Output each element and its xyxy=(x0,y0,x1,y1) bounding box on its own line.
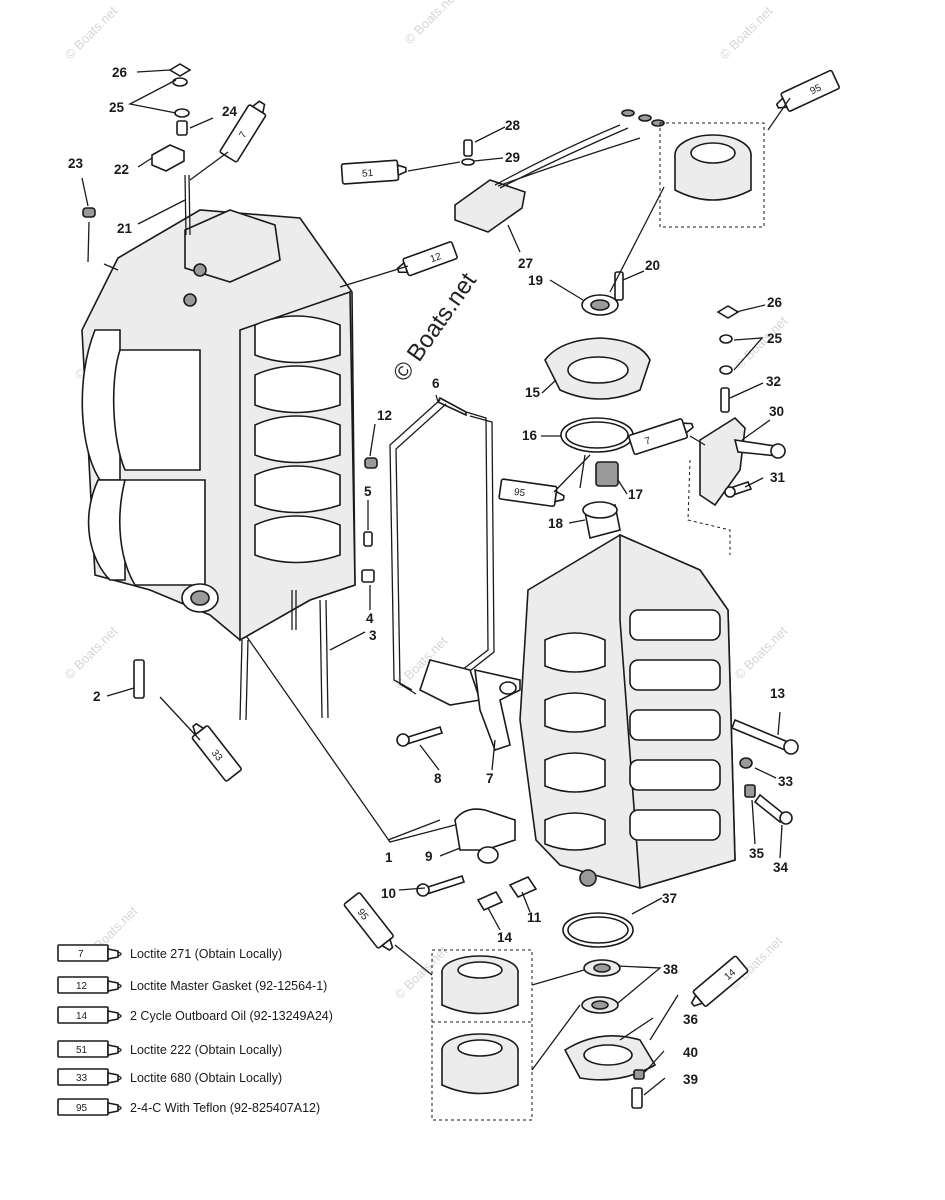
callout-label: 2 xyxy=(93,689,101,704)
legend-text: 2-4-C With Teflon (92-825407A12) xyxy=(130,1101,320,1115)
upper-bearing-assembly xyxy=(544,271,651,539)
legend-row: 12 Loctite Master Gasket (92-12564-1) xyxy=(57,976,327,994)
callout-label: 10 xyxy=(381,886,396,901)
legend-code: 95 xyxy=(76,1103,88,1114)
tube-label: 95 xyxy=(513,487,526,500)
legend-row: 51 Loctite 222 (Obtain Locally) xyxy=(57,1040,282,1058)
seal-detail-top-right xyxy=(659,122,765,228)
legend-code: 7 xyxy=(78,949,84,960)
callout-label: 25 xyxy=(109,100,125,115)
legend-code: 14 xyxy=(76,1011,88,1022)
callout-label: 24 xyxy=(222,104,238,119)
callout-label: 13 xyxy=(770,686,786,701)
callout-label: 31 xyxy=(770,470,786,485)
legend-row: 33 Loctite 680 (Obtain Locally) xyxy=(57,1068,282,1086)
callout-label: 3 xyxy=(369,628,377,643)
callout-label: 27 xyxy=(518,256,533,271)
watermark: © Boats.net xyxy=(717,3,776,62)
sealant-tube-14: 14 xyxy=(690,955,749,1007)
sealant-tube-95: 95 xyxy=(498,478,565,508)
legend-text: Loctite Master Gasket (92-12564-1) xyxy=(130,979,327,993)
legend-text: 2 Cycle Outboard Oil (92-13249A24) xyxy=(130,1009,333,1023)
seal-detail-bottom xyxy=(431,949,533,1121)
legend-row: 7 Loctite 271 (Obtain Locally) xyxy=(57,944,282,962)
callout-label: 8 xyxy=(434,771,442,786)
right-fasteners xyxy=(730,718,799,825)
callout-label: 17 xyxy=(628,487,643,502)
legend-text: Loctite 222 (Obtain Locally) xyxy=(130,1043,282,1057)
legend-row: 95 2-4-C With Teflon (92-825407A12) xyxy=(57,1098,320,1116)
callout-label: 39 xyxy=(683,1072,698,1087)
callout-label: 35 xyxy=(749,846,765,861)
sealant-tube-12: 12 xyxy=(396,241,458,277)
callout-label: 1 xyxy=(385,850,393,865)
callout-label: 32 xyxy=(766,374,781,389)
sealant-tube-33: 33 xyxy=(191,722,242,782)
callout-label: 40 xyxy=(683,1045,698,1060)
callout-label: 4 xyxy=(366,611,374,626)
callout-label: 30 xyxy=(769,404,784,419)
legend-code: 12 xyxy=(76,981,88,992)
tube-label: 51 xyxy=(362,168,374,180)
watermark: © Boats.net xyxy=(62,3,121,62)
callout-label: 34 xyxy=(773,860,789,875)
callout-label: 23 xyxy=(68,156,84,171)
callout-numbers: 26 25 24 23 22 21 28 29 27 19 20 26 25 3… xyxy=(68,65,794,1087)
lower-seal-assembly xyxy=(562,912,657,1109)
leader-lines xyxy=(81,69,791,1096)
callout-label: 29 xyxy=(505,150,520,165)
callout-label: 9 xyxy=(425,849,433,864)
callout-label: 6 xyxy=(432,376,440,391)
sealant-tube-51: 51 xyxy=(340,159,407,185)
callout-label: 33 xyxy=(778,774,794,789)
watermark: © Boats.net xyxy=(402,0,461,47)
callout-label: 36 xyxy=(683,1012,699,1027)
callout-label: 28 xyxy=(505,118,521,133)
callout-label: 19 xyxy=(528,273,543,288)
ignition-module xyxy=(454,109,665,233)
tube-label: 95 xyxy=(808,82,823,97)
tube-label: 7 xyxy=(237,130,250,141)
tube-label: 12 xyxy=(429,251,444,265)
legend-code: 51 xyxy=(76,1045,88,1056)
callout-label: 26 xyxy=(767,295,783,310)
callout-label: 20 xyxy=(645,258,660,273)
callout-label: 37 xyxy=(662,891,677,906)
sealant-tube-95: 95 xyxy=(775,69,840,112)
cylinder-block-left xyxy=(81,209,356,721)
callout-label: 26 xyxy=(112,65,128,80)
callout-label: 11 xyxy=(527,910,542,925)
callout-label: 12 xyxy=(377,408,392,423)
callout-label: 15 xyxy=(525,385,541,400)
sealant-tube-7: 7 xyxy=(628,418,694,456)
callout-label: 21 xyxy=(117,221,133,236)
callout-label: 5 xyxy=(364,484,372,499)
legend-text: Loctite 271 (Obtain Locally) xyxy=(130,947,282,961)
center-watermark: © Boats.net xyxy=(388,268,482,387)
sealant-tube-7: 7 xyxy=(219,100,267,163)
callout-label: 7 xyxy=(486,771,494,786)
sealant-legend: 7 Loctite 271 (Obtain Locally) 12 Loctit… xyxy=(57,944,333,1116)
callout-label: 16 xyxy=(522,428,538,443)
link-rod xyxy=(389,396,495,695)
legend-text: Loctite 680 (Obtain Locally) xyxy=(130,1071,282,1085)
throttle-arms xyxy=(396,659,538,912)
callout-label: 38 xyxy=(663,962,679,977)
crankcase-cover-right xyxy=(519,533,736,890)
legend-code: 33 xyxy=(76,1073,88,1084)
callout-label: 14 xyxy=(497,930,513,945)
callout-label: 25 xyxy=(767,331,783,346)
watermark: © Boats.net xyxy=(732,623,791,682)
sealant-tubes: 7 12 51 95 7 95 xyxy=(191,69,840,1007)
throttle-bracket xyxy=(687,305,786,555)
callout-label: 22 xyxy=(114,162,129,177)
callout-label: 18 xyxy=(548,516,564,531)
sealant-tube-95: 95 xyxy=(343,892,394,951)
legend-row: 14 2 Cycle Outboard Oil (92-13249A24) xyxy=(57,1006,333,1024)
watermark: © Boats.net xyxy=(62,623,121,682)
tube-label: 7 xyxy=(644,435,653,447)
small-parts-top-left xyxy=(82,63,378,699)
